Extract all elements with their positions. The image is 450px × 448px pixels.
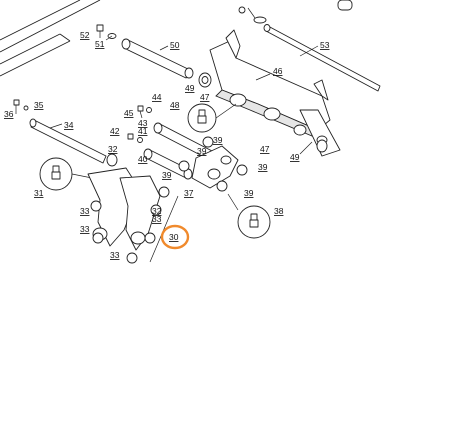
callout-43[interactable]: 43 (138, 118, 148, 128)
callout-53[interactable]: 53 (320, 40, 330, 50)
bushings-39 (178, 136, 248, 192)
callout-51[interactable]: 51 (95, 39, 105, 49)
bolt-52 (96, 24, 104, 38)
bushing-32-left (106, 153, 118, 167)
callout-45[interactable]: 45 (124, 108, 134, 118)
callout-47-right[interactable]: 47 (260, 144, 270, 154)
bolt-35-36 (13, 99, 29, 114)
callout-36[interactable]: 36 (4, 109, 14, 119)
callout-33-a[interactable]: 33 (80, 206, 90, 216)
grease-fitting-bubble-38 (227, 193, 271, 239)
grease-fitting-bubble-31 (39, 157, 93, 191)
top-fittings (238, 0, 353, 24)
callout-39-a[interactable]: 39 (213, 135, 223, 145)
callout-33-c[interactable]: 33 (152, 214, 162, 224)
callout-40[interactable]: 40 (138, 154, 148, 164)
callout-52[interactable]: 52 (80, 30, 90, 40)
callout-41[interactable]: 41 (138, 126, 148, 136)
rod-53 (263, 24, 381, 92)
callout-48[interactable]: 48 (170, 100, 180, 110)
callout-30[interactable]: 30 (169, 232, 179, 242)
leader-lines (49, 35, 319, 263)
callout-50[interactable]: 50 (170, 40, 180, 50)
pin-40 (143, 148, 193, 180)
bolts-41-45 (127, 105, 152, 143)
bushings-33 (90, 186, 170, 264)
callout-47-top[interactable]: 47 (200, 92, 210, 102)
ring-49-top (198, 72, 212, 88)
callout-32-right[interactable]: 32 (152, 206, 162, 216)
callout-37[interactable]: 37 (184, 188, 194, 198)
callout-39-b[interactable]: 39 (197, 146, 207, 156)
callout-labels: 52 51 50 53 46 49 47 48 44 45 43 41 42 4… (4, 30, 330, 260)
grease-fitting-bubble-48 (187, 103, 237, 133)
rod-34 (29, 118, 107, 164)
callout-46[interactable]: 46 (273, 66, 283, 76)
callout-34[interactable]: 34 (64, 120, 74, 130)
link-37 (191, 145, 239, 189)
callout-39-d[interactable]: 39 (162, 170, 172, 180)
callout-49-right[interactable]: 49 (290, 152, 300, 162)
callout-49-top[interactable]: 49 (185, 83, 195, 93)
callout-39-c[interactable]: 39 (258, 162, 268, 172)
callout-32-left[interactable]: 32 (108, 144, 118, 154)
callout-44[interactable]: 44 (152, 92, 162, 102)
main-bracket-46 (209, 29, 341, 157)
callout-38[interactable]: 38 (274, 206, 284, 216)
callout-39-e[interactable]: 39 (244, 188, 254, 198)
callout-33-d[interactable]: 33 (110, 250, 120, 260)
callout-31[interactable]: 31 (34, 188, 44, 198)
callout-33-b[interactable]: 33 (80, 224, 90, 234)
frame-rails (0, 0, 101, 77)
ring-49-right (316, 139, 328, 153)
callout-42[interactable]: 42 (110, 126, 120, 136)
pin-50 (121, 38, 194, 79)
callout-35[interactable]: 35 (34, 100, 44, 110)
highlight-ring (160, 224, 190, 250)
